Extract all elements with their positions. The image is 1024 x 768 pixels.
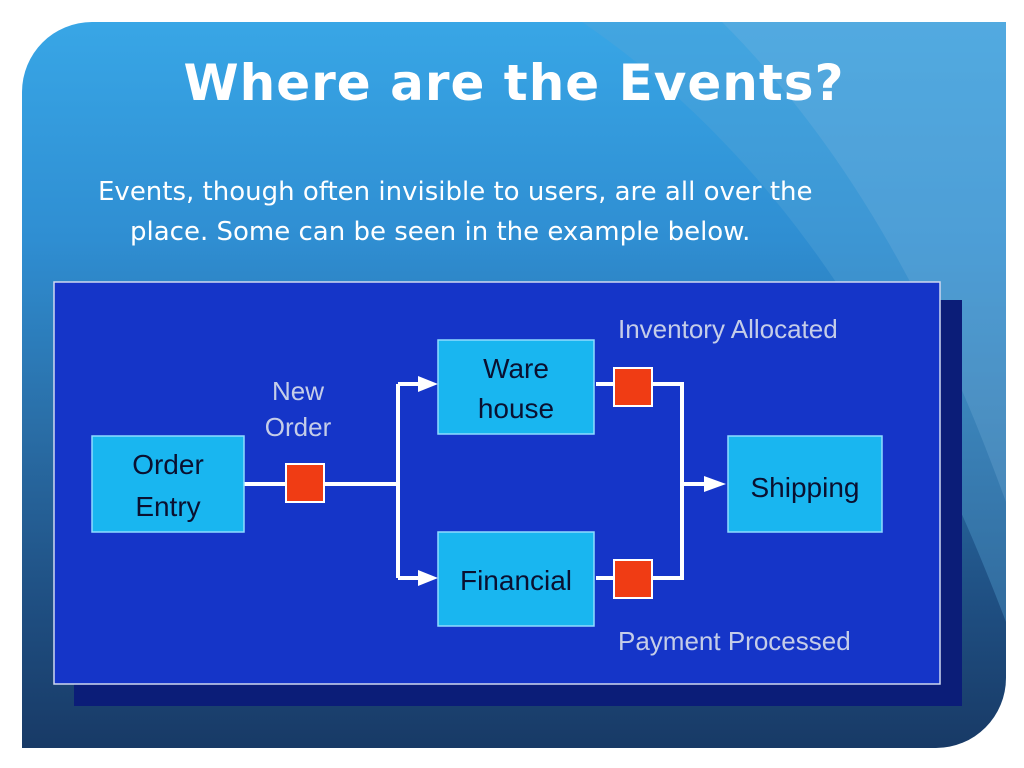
event-marker-inventory-icon (613, 367, 653, 407)
node-order-entry: Order Entry (91, 435, 245, 533)
node-shipping: Shipping (727, 435, 883, 533)
event-label-inventory-allocated: Inventory Allocated (618, 314, 838, 344)
background-swoosh (582, 22, 1006, 622)
arrowheads (418, 376, 726, 586)
event-label-payment-processed: Payment Processed (618, 626, 851, 656)
arrowhead-financial-icon (418, 570, 438, 586)
event-markers (285, 367, 653, 599)
node-shipping-label: Shipping (751, 472, 860, 503)
background-swoosh-inner (722, 22, 1006, 502)
arrowhead-warehouse-icon (418, 376, 438, 392)
slide-body: Events, though often invisible to users,… (98, 172, 918, 252)
node-order-entry-line2: Entry (135, 491, 200, 522)
node-warehouse-line2: house (478, 393, 554, 424)
slide-canvas: Order Entry Ware house Financial Shippin… (53, 22, 1006, 706)
slide-body-line2: place. Some can be seen in the example b… (130, 217, 751, 247)
node-financial-label: Financial (460, 565, 572, 596)
slide-body-line1: Events, though often invisible to users,… (98, 177, 813, 207)
event-label-new-order-line2: Order (265, 412, 332, 442)
slide: Order Entry Ware house Financial Shippin… (22, 22, 1006, 748)
slide-title: Where are the Events? (183, 54, 845, 112)
node-warehouse: Ware house (437, 339, 595, 435)
event-label-new-order-line1: New (272, 376, 324, 406)
arrowhead-shipping-icon (704, 476, 726, 492)
event-marker-payment-icon (613, 559, 653, 599)
node-warehouse-line1: Ware (483, 353, 549, 384)
event-marker-new-order-icon (285, 463, 325, 503)
node-order-entry-line1: Order (132, 449, 204, 480)
node-financial: Financial (437, 531, 595, 627)
